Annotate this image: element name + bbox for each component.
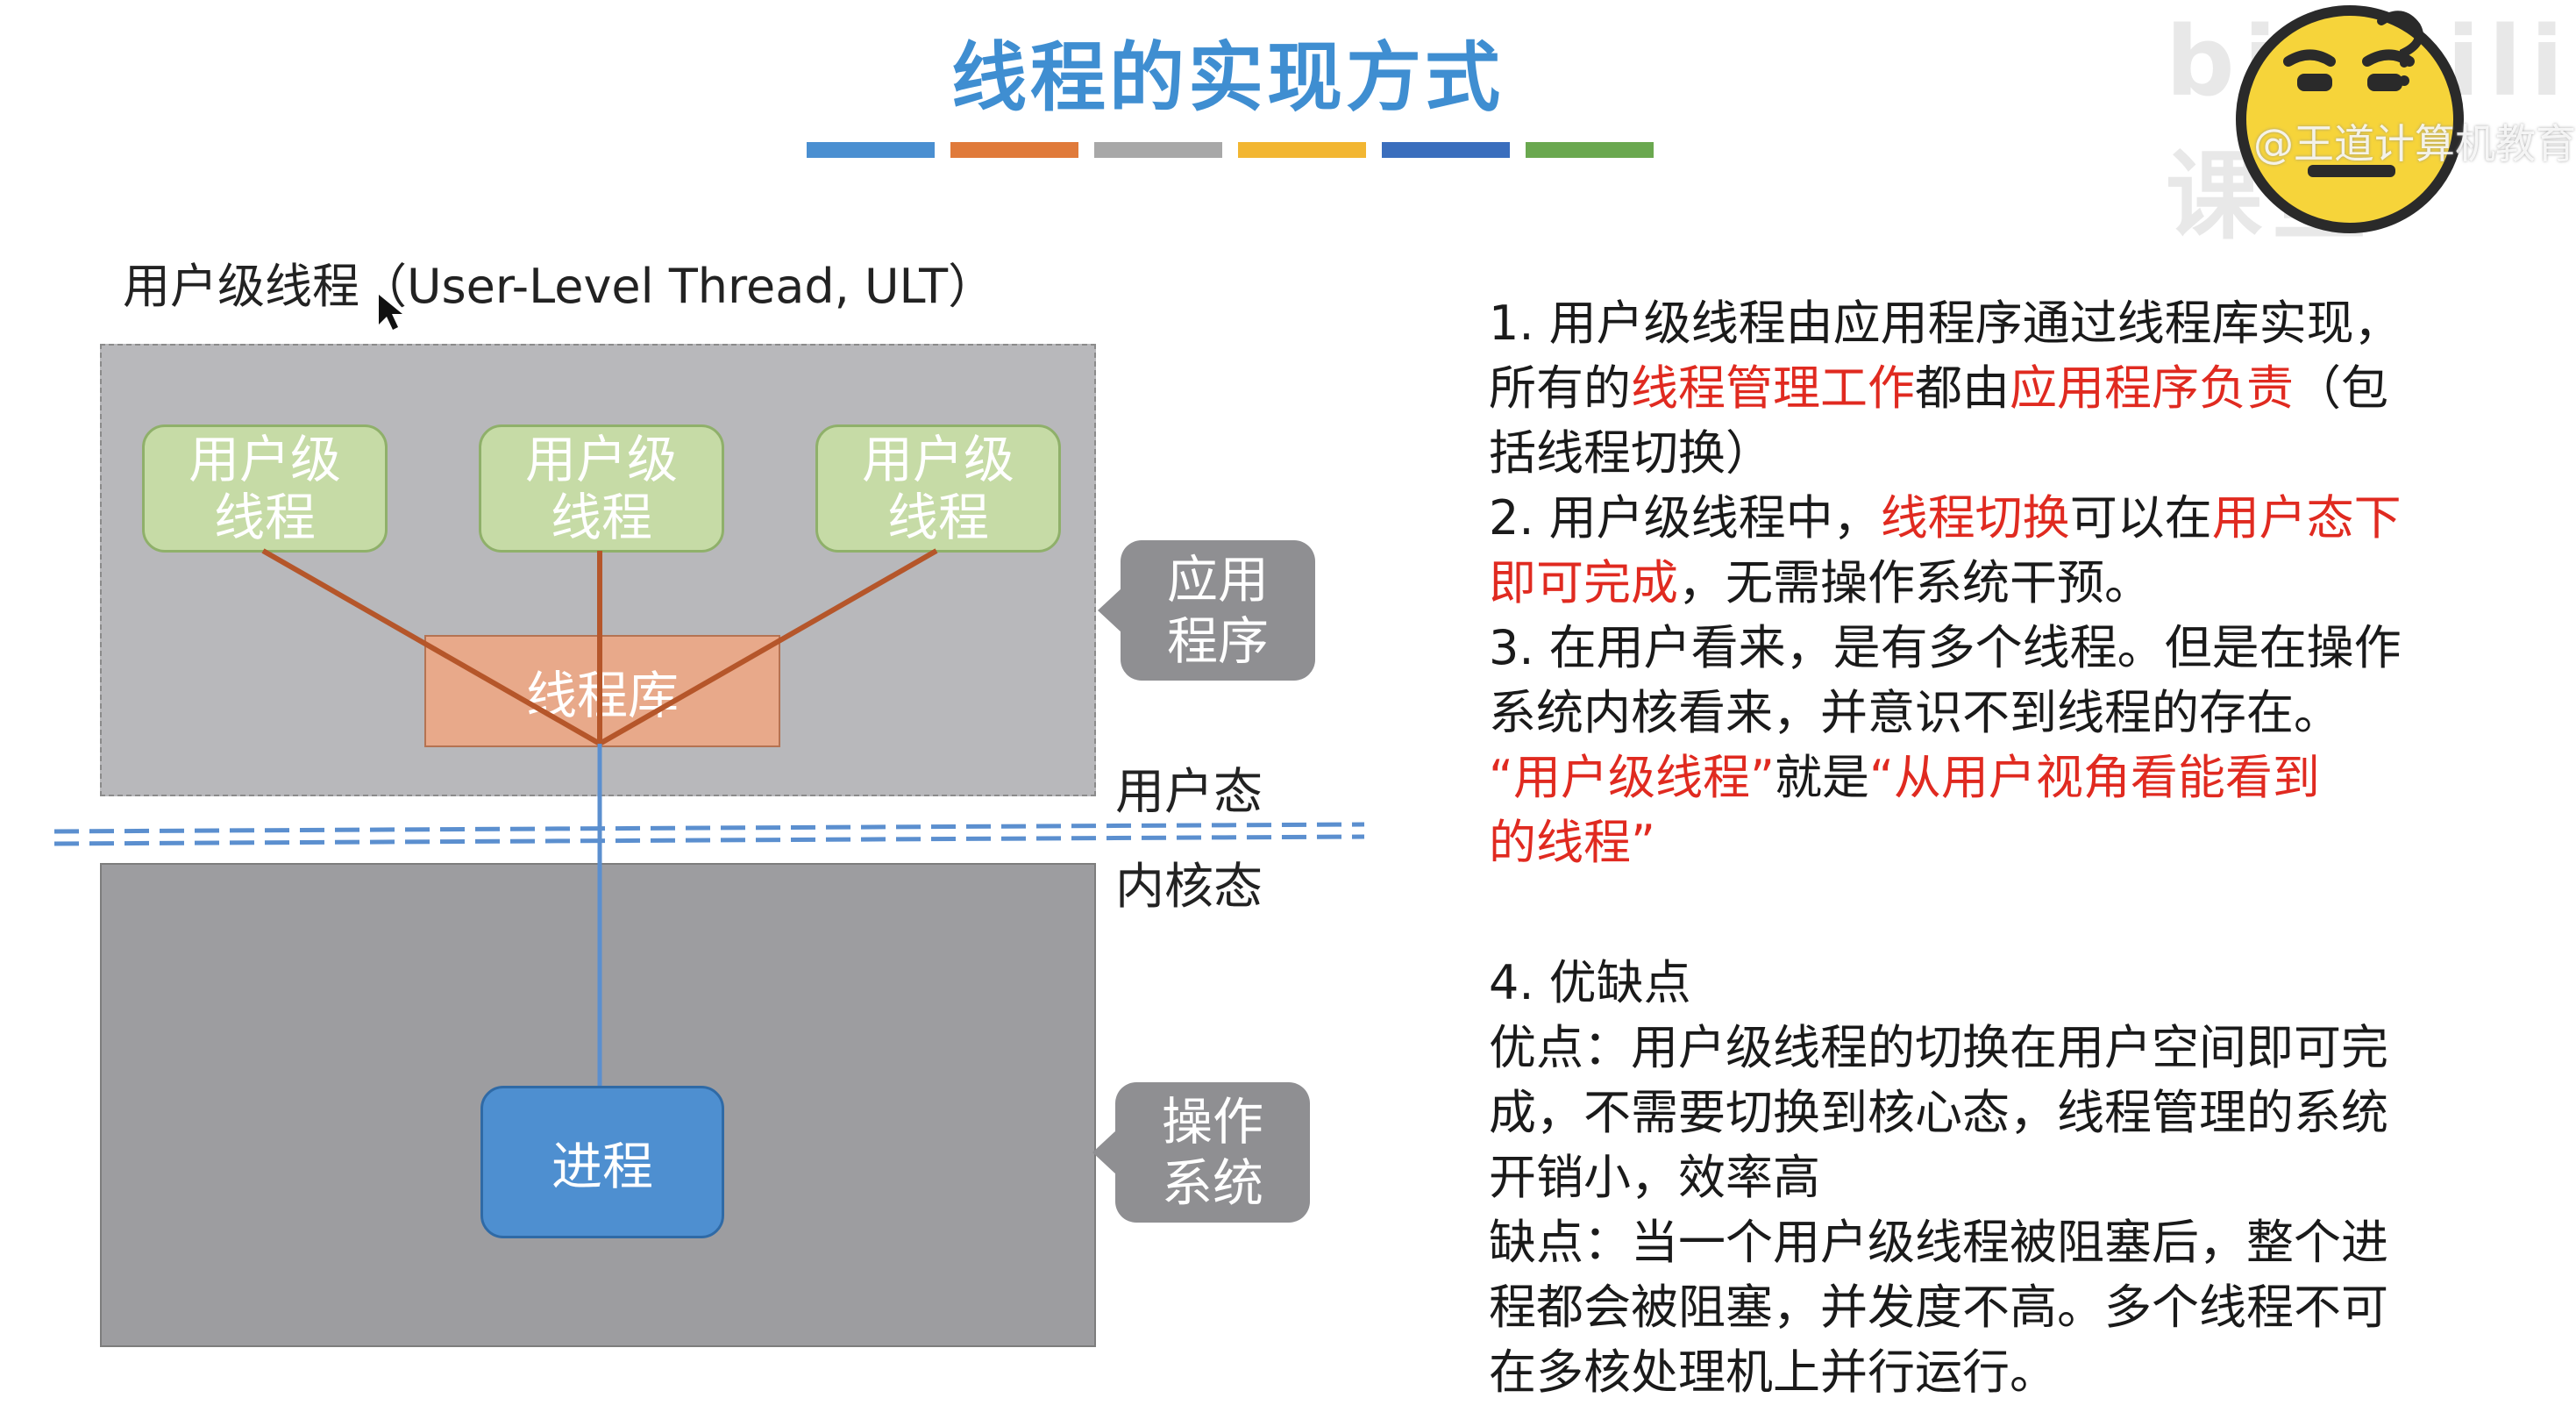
- cons-text: 在多核处理机上并行运行。: [1489, 1344, 2057, 1400]
- spacer: [1489, 875, 2506, 951]
- ult-heading: 用户级线程（User-Level Thread, ULT）: [123, 259, 996, 314]
- color-bar: [1382, 142, 1510, 158]
- callout-line: 操作: [1161, 1092, 1263, 1152]
- page-title: 线程的实现方式: [951, 34, 1504, 122]
- mode-boundary-line: [53, 822, 1365, 834]
- color-bar: [1526, 142, 1654, 158]
- note-highlight: 即可完成: [1489, 555, 1678, 610]
- color-bar: [1238, 142, 1366, 158]
- note-text: 都由: [1915, 360, 2010, 416]
- note-3: 3. 在用户看来，是有多个线程。但是在操作 系统内核看来，并意识不到线程的存在。…: [1489, 616, 2506, 875]
- pros-text: 优点：用户级线程的切换在用户空间即可完: [1489, 1020, 2388, 1075]
- cons-text: 缺点：当一个用户级线程被阻塞后，整个进: [1489, 1215, 2388, 1270]
- user-thread-label-line2: 线程: [213, 488, 316, 547]
- user-thread-label-line1: 用户级: [861, 430, 1014, 489]
- user-thread-label-line1: 用户级: [524, 430, 678, 489]
- user-thread-label-line2: 线程: [550, 488, 652, 547]
- note-1: 1. 用户级线程由应用程序通过线程库实现， 所有的线程管理工作都由应用程序负责（…: [1489, 291, 2506, 486]
- color-bar: [807, 142, 935, 158]
- user-thread-label-line1: 用户级: [188, 430, 341, 489]
- user-thread-box: 用户级线程: [142, 424, 388, 553]
- thinking-face-icon: [2236, 5, 2464, 233]
- mode-boundary-line: [53, 834, 1365, 846]
- pros-text: 成，不需要切换到核心态，线程管理的系统: [1489, 1085, 2388, 1140]
- note-highlight: “从用户视角看能看到: [1868, 750, 2320, 805]
- user-thread-box: 用户级线程: [815, 424, 1061, 553]
- note-text: 系统内核看来，并意识不到线程的存在。: [1489, 685, 2341, 740]
- process-box: 进程: [480, 1086, 724, 1238]
- note-4: 4. 优缺点 优点：用户级线程的切换在用户空间即可完 成，不需要切换到核心态，线…: [1489, 951, 2506, 1405]
- note-highlight: 线程管理工作: [1631, 360, 1915, 416]
- note-text: ，无需操作系统干预。: [1678, 555, 2152, 610]
- callout-operating-system: 操作系统: [1092, 1082, 1310, 1223]
- note-text: 2. 用户级线程中，: [1489, 490, 1881, 546]
- note-2: 2. 用户级线程中，线程切换可以在用户态下 即可完成，无需操作系统干预。: [1489, 486, 2506, 616]
- callout-line: 程序: [1166, 611, 1269, 671]
- pros-text: 开销小，效率高: [1489, 1150, 1820, 1205]
- callout-line: 系统: [1161, 1153, 1263, 1213]
- note-highlight: 应用程序负责: [2010, 360, 2294, 416]
- callout-line: 应用: [1166, 550, 1269, 610]
- title-color-bars: [807, 142, 1654, 158]
- callout-application: 应用程序: [1098, 540, 1315, 681]
- color-bar: [950, 142, 1078, 158]
- channel-watermark: @王道计算机教育: [2253, 120, 2576, 168]
- user-thread-box: 用户级线程: [479, 424, 724, 553]
- user-mode-label: 用户态: [1115, 764, 1263, 821]
- note-highlight: 用户态下: [2211, 490, 2402, 546]
- thread-library-box: 线程库: [424, 635, 780, 747]
- note-highlight: 的线程”: [1489, 815, 1655, 870]
- note-text: 所有的: [1489, 360, 1631, 416]
- note-text: 可以在: [2069, 490, 2212, 546]
- kernel-mode-label: 内核态: [1115, 859, 1263, 916]
- color-bar: [1094, 142, 1222, 158]
- note-text: 1. 用户级线程由应用程序通过线程库实现，: [1489, 296, 2402, 351]
- note-text: 就是: [1774, 750, 1869, 805]
- notes-panel: 1. 用户级线程由应用程序通过线程库实现， 所有的线程管理工作都由应用程序负责（…: [1489, 291, 2506, 1405]
- user-thread-label-line2: 线程: [886, 488, 989, 547]
- note-highlight: “用户级线程”: [1489, 750, 1775, 805]
- note-heading: 4. 优缺点: [1489, 955, 1691, 1010]
- note-highlight: 线程切换: [1880, 490, 2070, 546]
- note-text: （包: [2294, 360, 2388, 416]
- cons-text: 程都会被阻塞，并发度不高。多个线程不可: [1489, 1280, 2388, 1335]
- note-text: 括线程切换）: [1489, 425, 1773, 481]
- note-text: 3. 在用户看来，是有多个线程。但是在操作: [1489, 620, 2402, 675]
